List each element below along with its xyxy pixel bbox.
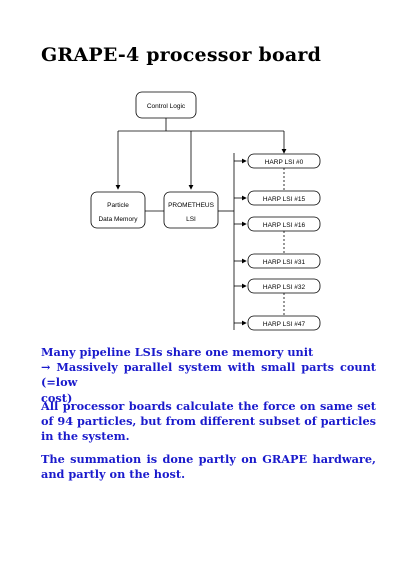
particle-memory-box: Particle Data Memory (90, 191, 146, 229)
particle-label-2: Data Memory (98, 216, 138, 223)
paragraph-summation: The summation is done partly on GRAPE ha… (41, 452, 376, 482)
harp-label-15: HARP LSI #15 (263, 196, 306, 203)
harp-lsi-31: HARP LSI #31 (247, 253, 321, 269)
control-logic-box: Control Logic (135, 91, 197, 119)
paragraph-boards: All processor boards calculate the force… (41, 399, 376, 444)
harp-label-47: HARP LSI #47 (263, 321, 306, 328)
prometheus-box: PROMETHEUS LSI (163, 191, 219, 229)
harp-label-0: HARP LSI #0 (265, 159, 304, 166)
harp-label-16: HARP LSI #16 (263, 222, 306, 229)
control-connections (115, 118, 287, 190)
harp-label-32: HARP LSI #32 (263, 284, 306, 291)
harp-lsi-16: HARP LSI #16 (247, 216, 321, 232)
para1-line3: cost) (41, 390, 73, 405)
harp-label-31: HARP LSI #31 (263, 259, 306, 266)
harp-lsi-0: HARP LSI #0 (247, 153, 321, 169)
harp-lsi-15: HARP LSI #15 (247, 190, 321, 206)
particle-label-1: Particle (107, 202, 129, 209)
harp-bus (218, 153, 247, 330)
control-logic-label: Control Logic (147, 103, 186, 110)
prometheus-label-2: LSI (186, 216, 196, 223)
prometheus-label-1: PROMETHEUS (168, 202, 215, 209)
para1-line2: → Massively parallel system with small p… (41, 360, 376, 390)
slide-title: GRAPE-4 processor board (41, 44, 322, 66)
harp-lsi-47: HARP LSI #47 (247, 315, 321, 331)
para1-line1: Many pipeline LSIs share one memory unit (41, 345, 314, 359)
harp-lsi-32: HARP LSI #32 (247, 278, 321, 294)
paragraph-shared-memory: Many pipeline LSIs share one memory unit… (41, 345, 376, 406)
